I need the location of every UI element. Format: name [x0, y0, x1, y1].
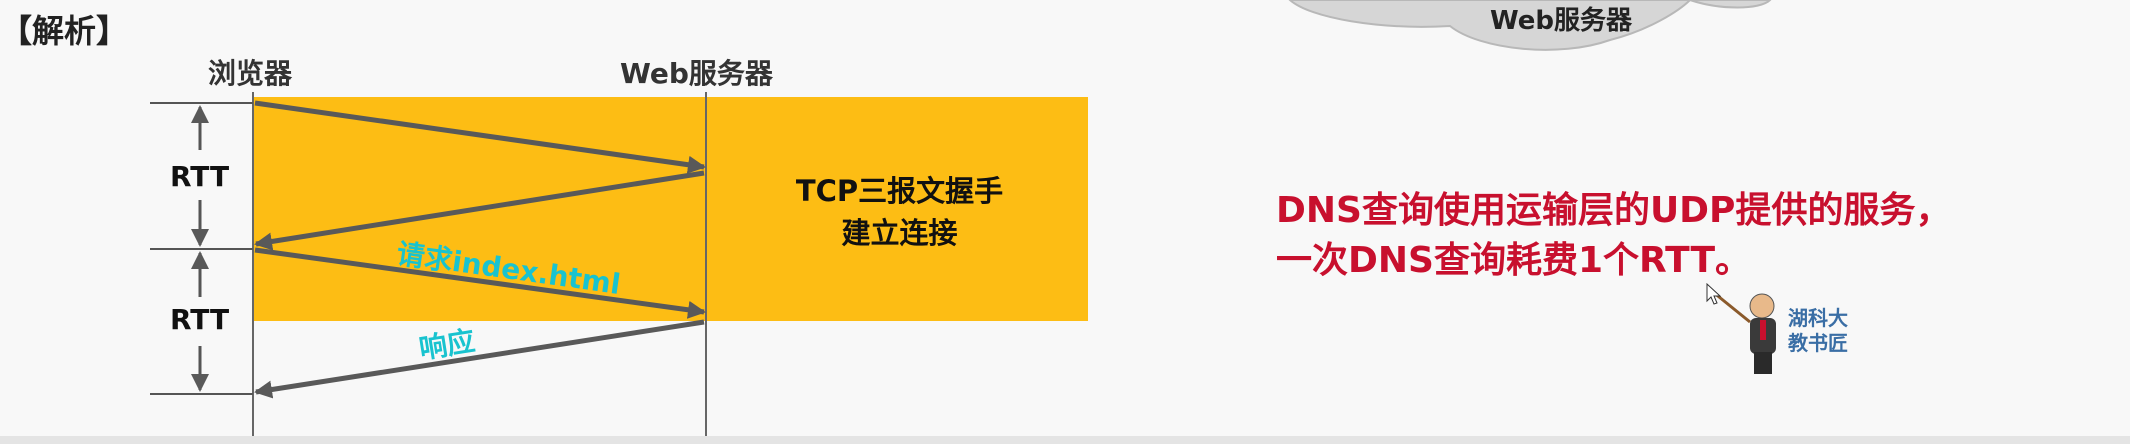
response-arrow	[254, 319, 705, 399]
teacher-badge: 湖科大 教书匠	[1788, 306, 1848, 356]
cloud-outline	[1288, 0, 1692, 51]
tcp-handshake-box	[253, 97, 1088, 321]
cloud-label: Web服务器	[1490, 6, 1632, 36]
syn-ack-arrow	[254, 170, 705, 251]
tcp-line-2: 建立连接	[841, 216, 958, 250]
bottom-band	[0, 436, 2130, 444]
syn-arrow	[254, 100, 706, 174]
cursor-icon	[1706, 283, 1722, 305]
request-arrow	[254, 247, 706, 319]
note-line-1: DNS查询使用运输层的UDP提供的服务，	[1276, 190, 1952, 231]
cloud-right-puff	[1689, 0, 1772, 9]
teacher-figure	[1707, 286, 1776, 374]
section-title: 【解析】	[0, 12, 129, 50]
tcp-line-1: TCP三报文握手	[795, 174, 1004, 208]
badge-line-1: 湖科大	[1788, 306, 1848, 330]
teacher-head	[1749, 293, 1775, 319]
note-line-2: 一次DNS查询耗费1个RTT。	[1276, 240, 1752, 281]
rtt-label-2: RTT	[170, 303, 230, 336]
teacher-tie	[1760, 320, 1766, 340]
server-label: Web服务器	[620, 57, 773, 90]
teacher-legs	[1754, 352, 1772, 374]
dns-note: DNS查询使用运输层的UDP提供的服务， 一次DNS查询耗费1个RTT。	[1276, 186, 1951, 286]
tcp-handshake-text: TCP三报文握手 建立连接	[712, 170, 1087, 254]
rtt-label-1: RTT	[170, 160, 230, 193]
browser-label: 浏览器	[208, 57, 293, 90]
badge-line-2: 教书匠	[1788, 331, 1848, 355]
